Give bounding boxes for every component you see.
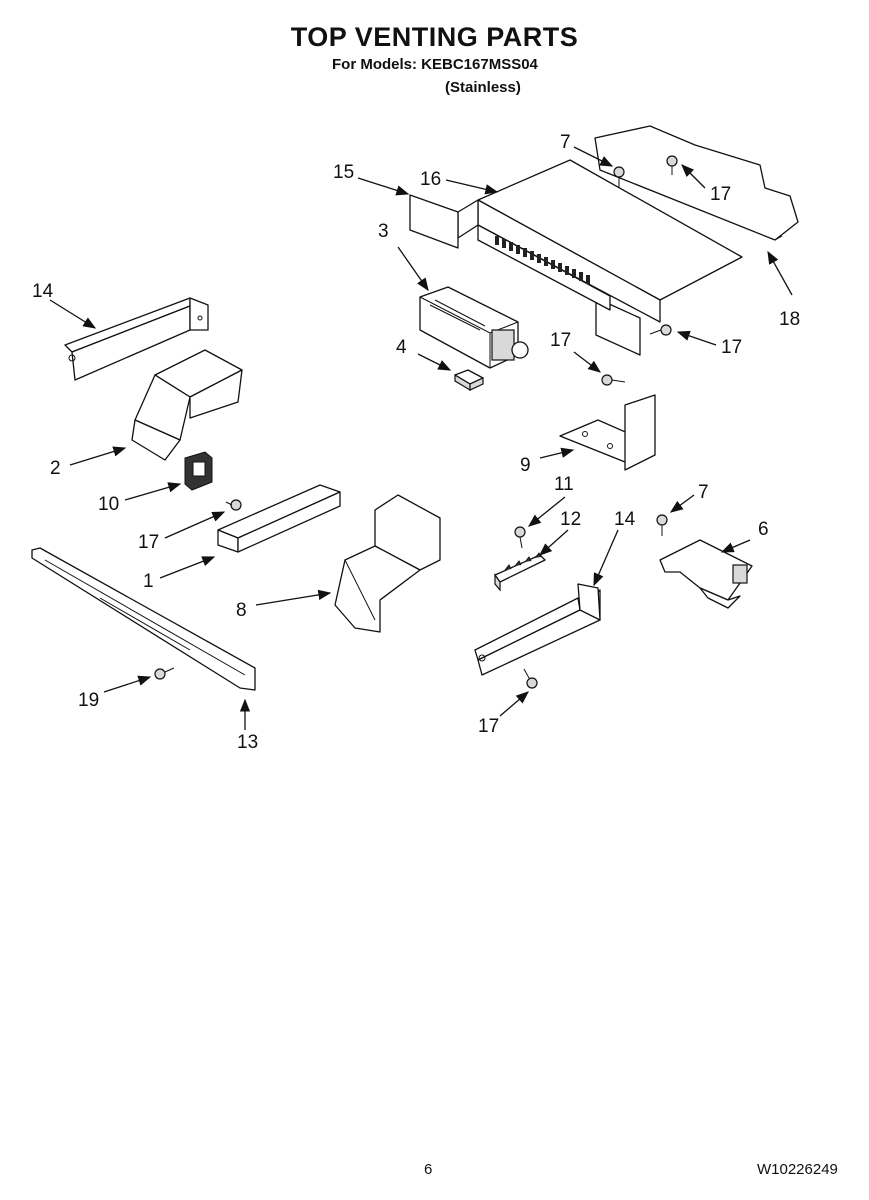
part-3-blower-motor [419, 286, 529, 369]
callout-leader-lines [49, 146, 793, 730]
part-14-right-bracket [474, 583, 601, 676]
callout-label: 12 [560, 509, 581, 530]
part-14-left-bracket [64, 297, 209, 381]
callout-label: 17 [478, 716, 499, 737]
part-16-vent-cover [409, 159, 743, 356]
part-13-long-rail [31, 547, 256, 691]
callout-label: 7 [560, 132, 571, 153]
part-2-duct [131, 349, 243, 461]
callout-label: 6 [758, 519, 769, 540]
callout-label: 3 [378, 221, 389, 242]
part-18-top-panel [594, 125, 799, 241]
callout-label: 18 [779, 309, 800, 330]
callout-label: 14 [32, 281, 54, 302]
callout-label: 16 [420, 169, 441, 190]
part-4-switch [454, 369, 484, 392]
part-8-duct-housing [334, 494, 441, 633]
callout-label: 17 [710, 184, 731, 205]
callout-label: 10 [98, 494, 119, 515]
callout-numbers: 7 15 16 17 3 14 18 17 17 4 2 9 11 7 10 1… [32, 132, 800, 753]
part-1-filter [217, 484, 341, 553]
screw-hardware [154, 155, 678, 689]
callout-label: 14 [614, 509, 636, 530]
callout-label: 17 [721, 337, 742, 358]
callout-label: 2 [50, 458, 61, 479]
part-6-plate [659, 539, 753, 609]
document-number: W10226249 [757, 1161, 838, 1178]
callout-label: 7 [698, 482, 709, 503]
callout-label: 4 [396, 337, 407, 358]
page-number: 6 [424, 1161, 433, 1178]
page-title: TOP VENTING PARTS [290, 22, 579, 52]
callout-label: 9 [520, 455, 531, 476]
callout-label: 1 [143, 571, 154, 592]
callout-label: 8 [236, 600, 247, 621]
callout-label: 13 [237, 732, 258, 753]
part-11-terminal-block [494, 552, 546, 592]
callout-label: 17 [550, 330, 571, 351]
model-subtitle: For Models: KEBC167MSS04 [332, 56, 538, 73]
finish-label: (Stainless) [445, 79, 521, 96]
part-9-mounting-bracket [559, 394, 656, 471]
callout-label: 11 [554, 474, 574, 495]
callout-label: 17 [138, 532, 159, 553]
part-10-switch [184, 451, 213, 491]
callout-label: 19 [78, 690, 99, 711]
callout-label: 15 [333, 162, 354, 183]
